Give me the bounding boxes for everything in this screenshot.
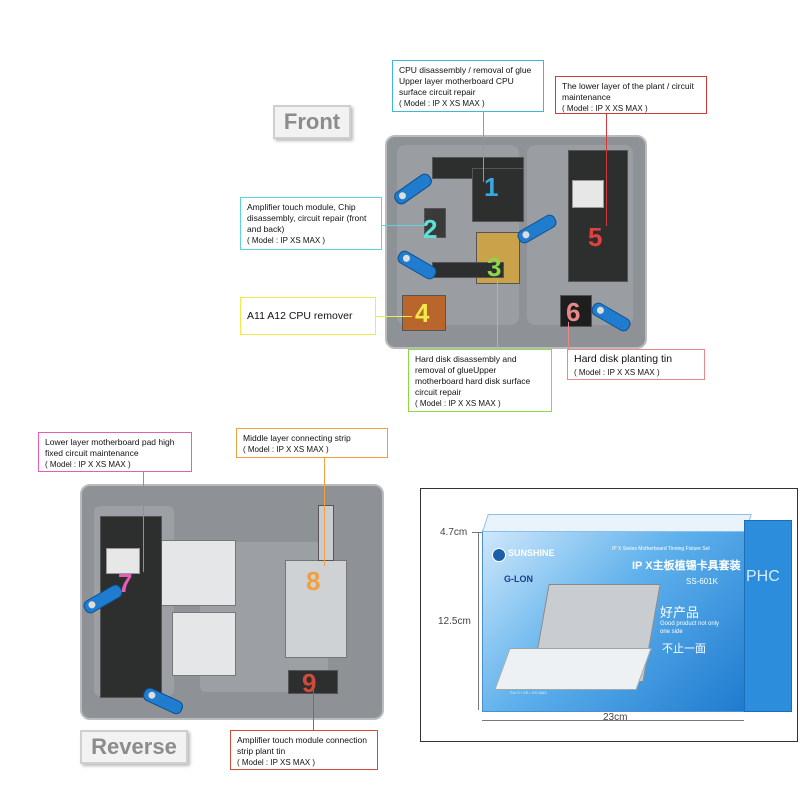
dim-depth-line [472, 532, 482, 533]
number-7: 7 [118, 568, 133, 598]
callout-8-leader [324, 458, 325, 566]
callout-7-leader [143, 472, 144, 572]
number-4: 4 [415, 298, 430, 328]
box-base-illustration [494, 648, 652, 690]
box-brand-glon: G-LON [504, 574, 533, 584]
callout-3: Hard disk disassembly and removal of glu… [408, 349, 552, 412]
callout-6-leader [568, 322, 569, 349]
box-slogan-cn-2: 不止一面 [662, 643, 706, 655]
callout-1-leader [483, 112, 484, 182]
dim-depth-label: 4.7cm [440, 527, 468, 538]
callout-6-text: Hard disk planting tin [574, 353, 673, 365]
number-5: 5 [588, 222, 603, 252]
callout-5: The lower layer of the plant / circuit m… [555, 76, 707, 114]
callout-5-text: The lower layer of the plant / circuit m… [562, 81, 694, 102]
number-2: 2 [423, 214, 438, 244]
callout-4: A11 A12 CPU remover [240, 297, 376, 335]
lower-layer-board-reverse [100, 516, 162, 698]
reverse-cutout-2 [172, 612, 236, 676]
callout-7-text: Lower layer motherboard pad high fixed c… [45, 437, 175, 458]
callout-1-text: CPU disassembly / removal of glue Upper … [399, 65, 532, 97]
callout-1-model: ( Model : IP X XS MAX ) [399, 99, 485, 108]
callout-8: Middle layer connecting strip ( Model : … [236, 428, 388, 458]
number-1: 1 [484, 172, 499, 202]
number-8: 8 [306, 566, 321, 596]
sim-tray-reverse [106, 548, 140, 574]
callout-2: Amplifier touch module, Chip disassembly… [240, 197, 382, 250]
callout-2-text: Amplifier touch module, Chip disassembly… [247, 202, 367, 234]
callout-9-text: Amplifier touch module connection strip … [237, 735, 367, 756]
box-title-cn: IP X主板植锡卡具套装 [632, 560, 741, 572]
callout-3-leader [497, 280, 498, 349]
lower-layer-board-front [568, 150, 628, 282]
callout-4-text: A11 A12 CPU remover [247, 310, 353, 322]
middle-layer-strip [318, 505, 334, 561]
number-3: 3 [487, 252, 502, 282]
callout-7: Lower layer motherboard pad high fixed c… [38, 432, 192, 472]
callout-1: CPU disassembly / removal of glue Upper … [392, 60, 544, 112]
box-title-en: IP X Series Motherboard Tinning Fixture … [612, 546, 710, 552]
number-9: 9 [302, 668, 317, 698]
callout-6-model: ( Model : IP X XS MAX ) [574, 368, 660, 377]
dim-width-line [482, 720, 744, 721]
hard-disk-tin-plate [560, 295, 592, 327]
box-slogan-cn-1: 好产品 [660, 605, 700, 620]
callout-5-leader [606, 114, 607, 226]
front-label: Front [273, 105, 351, 139]
sim-tray [572, 180, 604, 208]
box-side-text: PHC [746, 568, 780, 585]
product-box-side [744, 520, 792, 712]
product-box-top [482, 514, 752, 532]
cpu-remover-pad [402, 295, 446, 331]
callout-3-text: Hard disk disassembly and removal of glu… [415, 354, 531, 397]
box-models-small: For X / XS / XS MAX [510, 690, 547, 695]
dim-height-line [478, 532, 479, 710]
callout-3-model: ( Model : IP X XS MAX ) [415, 399, 501, 408]
callout-6: Hard disk planting tin ( Model : IP X XS… [567, 349, 705, 380]
upper-motherboard-main [472, 168, 524, 222]
callout-9: Amplifier touch module connection strip … [230, 730, 378, 770]
callout-4-leader [376, 316, 412, 317]
dim-width-label: 23cm [603, 712, 628, 723]
box-brand-sunshine: SUNSHINE [508, 548, 555, 558]
box-slogan-en: Good product not only one side [660, 621, 720, 635]
callout-9-model: ( Model : IP XS MAX ) [237, 758, 316, 767]
number-6: 6 [566, 297, 581, 327]
amplifier-module [424, 208, 446, 238]
sunshine-logo-icon [492, 548, 506, 562]
dim-height-label: 12.5cm [438, 616, 471, 627]
callout-8-model: ( Model : IP X XS MAX ) [243, 445, 329, 454]
reverse-cutout-1 [160, 540, 236, 606]
callout-9-leader [313, 690, 314, 730]
reverse-cutout-3 [285, 560, 347, 658]
callout-2-model: ( Model : IP XS MAX ) [247, 236, 326, 245]
callout-5-model: ( Model : IP X XS MAX ) [562, 104, 648, 113]
reverse-label: Reverse [80, 730, 188, 764]
callout-7-model: ( Model : IP X XS MAX ) [45, 460, 131, 469]
callout-2-leader [382, 225, 427, 226]
callout-8-text: Middle layer connecting strip [243, 433, 351, 443]
box-model: SS-601K [686, 577, 719, 586]
